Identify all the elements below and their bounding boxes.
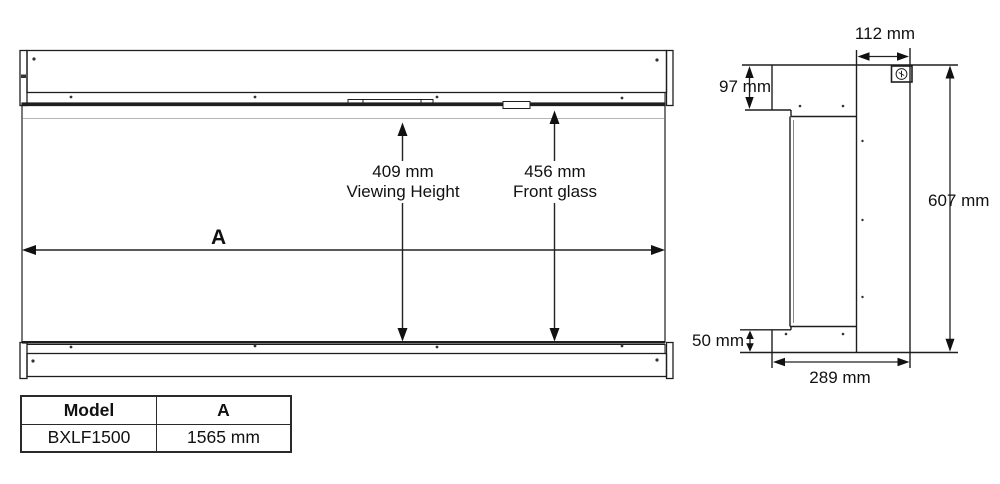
- spec-cell-model-value: BXLF1500: [47, 427, 131, 448]
- spec-table: Model A BXLF1500 1565 mm: [20, 395, 292, 453]
- spec-table-header-row: Model A: [22, 397, 290, 424]
- dim-label-289mm: 289 mm: [809, 368, 871, 387]
- front-glass-value: 456 mm: [524, 162, 586, 181]
- spec-header-model: Model: [63, 399, 115, 420]
- front-glass-text: Front glass: [512, 182, 598, 201]
- screw-dots-front: [21, 57, 659, 363]
- dim-label-607mm: 607 mm: [928, 191, 990, 210]
- dim-label-viewing-height: 409 mm Viewing Height: [328, 161, 478, 203]
- spec-cell-a-value: 1565 mm: [156, 424, 290, 451]
- dim-label-50mm: 50 mm: [692, 331, 744, 350]
- viewing-height-value: 409 mm: [372, 162, 434, 181]
- dim-label-97mm: 97 mm: [719, 77, 771, 96]
- outlet-screw-icon: [890, 65, 913, 83]
- front-view: [19, 49, 674, 380]
- screw-dots-side: [784, 104, 864, 336]
- spec-table-data-row: BXLF1500 1565 mm: [22, 423, 290, 451]
- spec-header-a: A: [156, 397, 290, 424]
- dim-label-a: A: [211, 226, 227, 249]
- dim-label-112mm: 112 mm: [854, 24, 916, 43]
- side-view-dimensions: [745, 52, 955, 367]
- dim-label-front-glass: 456 mm Front glass: [480, 161, 630, 203]
- side-view: [740, 48, 958, 368]
- viewing-height-text: Viewing Height: [346, 182, 460, 201]
- front-view-dimensions: [22, 110, 665, 342]
